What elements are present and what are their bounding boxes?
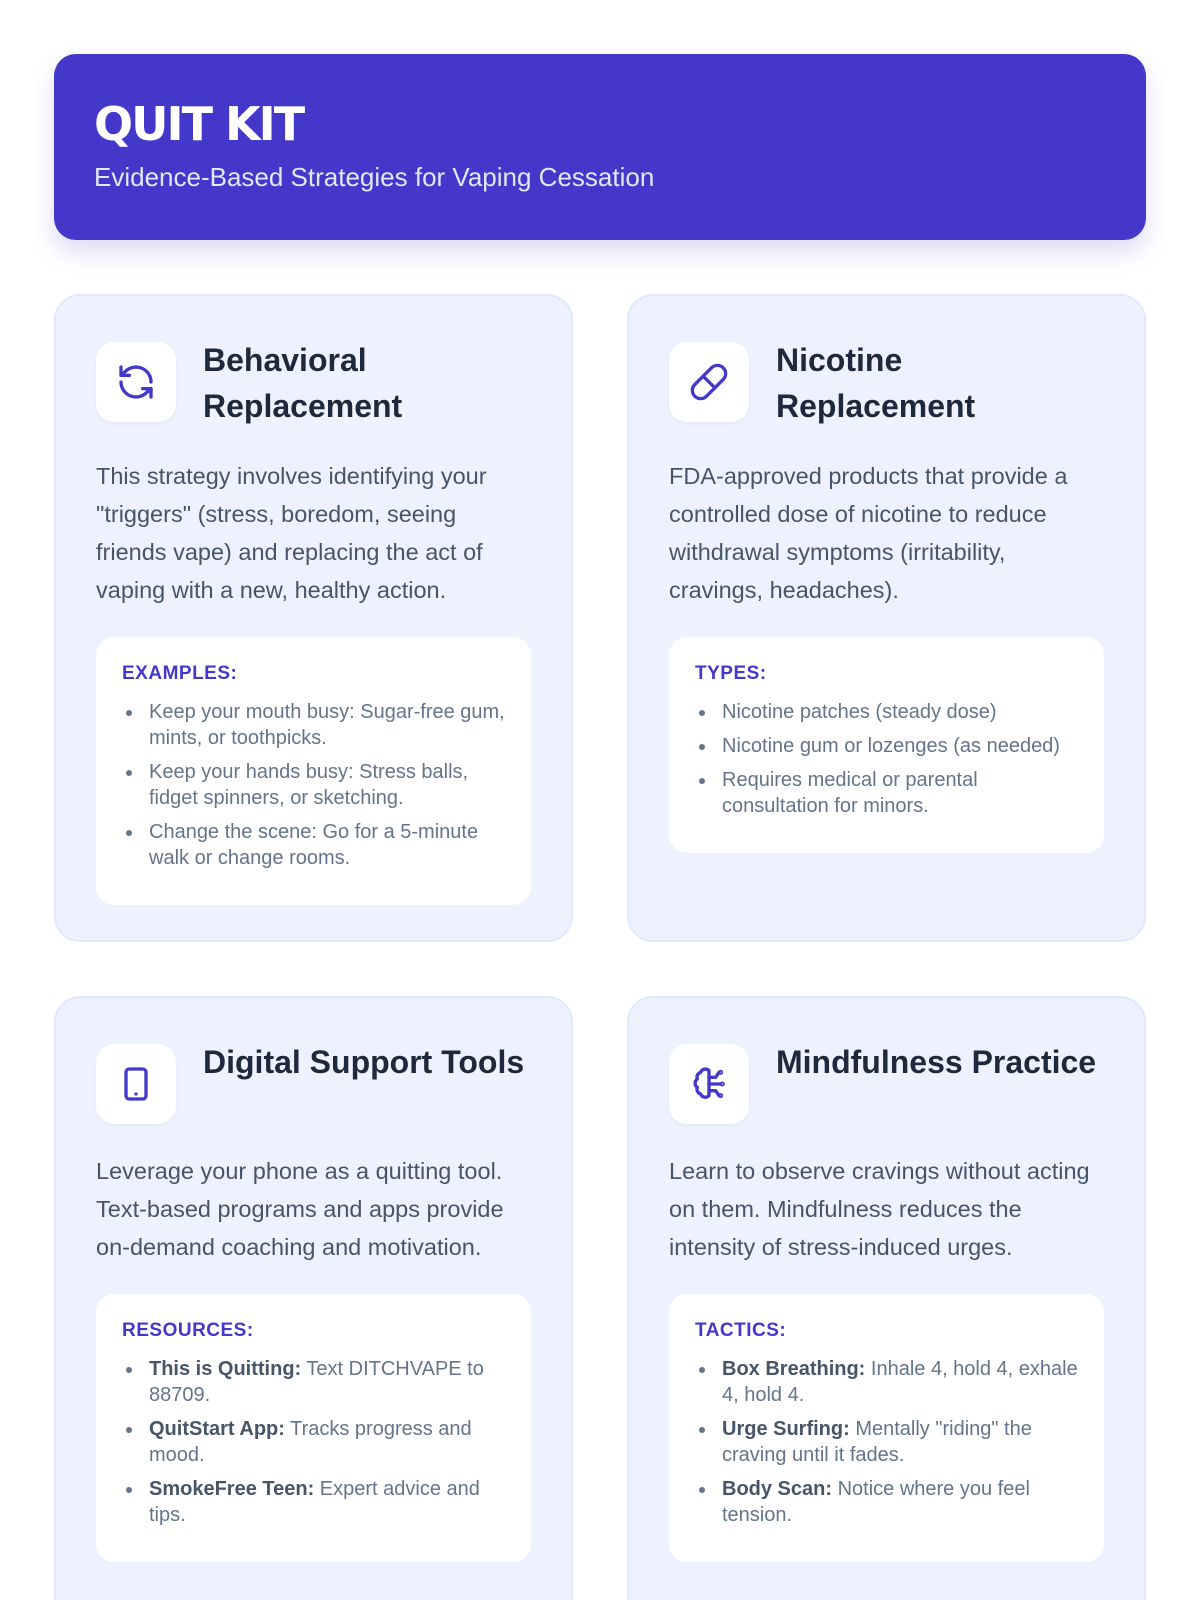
list-item: Change the scene: Go for a 5-minute walk…	[126, 819, 505, 871]
list-item: Box Breathing: Inhale 4, hold 4, exhale …	[699, 1356, 1078, 1408]
item-label: Body Scan:	[722, 1478, 833, 1500]
item-label: QuitStart App:	[149, 1418, 285, 1440]
details-label: TACTICS:	[695, 1320, 787, 1341]
card-title: Digital Support Tools	[203, 1044, 525, 1080]
list-item: This is Quitting: Text DITCHVAPE to 8870…	[126, 1356, 505, 1408]
list-item: Nicotine patches (steady dose)	[699, 699, 1078, 725]
card-header: Nicotine Replacement	[669, 342, 1104, 429]
details-box: RESOURCES: This is Quitting: Text DITCHV…	[96, 1294, 531, 1562]
item-text: Mentally "riding" the craving until it f…	[722, 1418, 1032, 1466]
item-label: Urge Surfing:	[722, 1418, 850, 1440]
strategy-card: Nicotine Replacement FDA-approved produc…	[627, 294, 1146, 942]
page-subtitle: Evidence-Based Strategies for Vaping Ces…	[94, 162, 655, 192]
card-description: This strategy involves identifying your …	[96, 463, 487, 603]
list-item: Nicotine gum or lozenges (as needed)	[699, 733, 1078, 759]
details-list: Nicotine patches (steady dose) Nicotine g…	[695, 699, 1078, 819]
refresh-icon	[96, 342, 176, 422]
item-text: Requires medical or parental consultatio…	[722, 769, 978, 817]
list-item: Body Scan: Notice where you feel tension…	[699, 1476, 1078, 1528]
details-box: TACTICS: Box Breathing: Inhale 4, hold 4…	[669, 1294, 1104, 1562]
details-label: TYPES:	[695, 663, 767, 684]
item-text: Tracks progress and mood.	[149, 1418, 472, 1466]
card-title: Nicotine Replacement	[776, 342, 976, 424]
strategy-grid: Behavioral Replacement This strategy inv…	[54, 294, 1146, 1600]
item-text: Change the scene: Go for a 5-minute walk…	[149, 821, 479, 869]
details-label: EXAMPLES:	[122, 663, 238, 684]
page-title: QUIT KIT	[94, 97, 305, 151]
pill-icon	[669, 342, 749, 422]
item-label: Box Breathing:	[722, 1358, 866, 1380]
tablet-icon	[96, 1044, 176, 1124]
card-description: Leverage your phone as a quitting tool. …	[96, 1158, 504, 1260]
list-item: Urge Surfing: Mentally "riding" the crav…	[699, 1416, 1078, 1468]
list-item: Keep your mouth busy: Sugar-free gum, mi…	[126, 699, 505, 751]
card-header: Behavioral Replacement	[96, 342, 531, 429]
item-text: Expert advice and tips.	[149, 1478, 480, 1526]
details-box: TYPES: Nicotine patches (steady dose)Nic…	[669, 637, 1104, 853]
card-description: Learn to observe cravings without acting…	[669, 1158, 1090, 1260]
list-item: Requires medical or parental consultatio…	[699, 767, 1078, 819]
item-text: Nicotine patches (steady dose)	[722, 701, 997, 723]
item-text: Keep your mouth busy: Sugar-free gum, mi…	[149, 701, 505, 749]
header-banner: QUIT KIT Evidence-Based Strategies for V…	[54, 54, 1146, 240]
item-text: Keep your hands busy: Stress balls, fidg…	[149, 761, 469, 809]
list-item: Keep your hands busy: Stress balls, fidg…	[126, 759, 505, 811]
details-label: RESOURCES:	[122, 1320, 254, 1341]
card-title: Mindfulness Practice	[776, 1044, 1097, 1080]
item-text: Text DITCHVAPE to 88709.	[149, 1358, 484, 1406]
list-item: SmokeFree Teen: Expert advice and tips.	[126, 1476, 505, 1528]
details-list: Keep your mouth busy: Sugar-free gum, mi…	[122, 699, 505, 871]
card-description: FDA-approved products that provide a con…	[669, 463, 1068, 603]
details-box: EXAMPLES: Keep your mouth busy: Sugar-fr…	[96, 637, 531, 905]
details-list: Box Breathing: Inhale 4, hold 4, exhale …	[695, 1356, 1078, 1528]
item-text: Nicotine gum or lozenges (as needed)	[722, 735, 1060, 757]
card-header: Mindfulness Practice	[669, 1044, 1104, 1124]
card-header: Digital Support Tools	[96, 1044, 531, 1124]
card-title: Behavioral Replacement	[203, 342, 403, 424]
item-text: Notice where you feel tension.	[722, 1478, 1030, 1526]
strategy-card: Behavioral Replacement This strategy inv…	[54, 294, 573, 942]
item-label: This is Quitting:	[149, 1358, 302, 1380]
details-list: This is Quitting: Text DITCHVAPE to 8870…	[122, 1356, 505, 1528]
strategy-card: Digital Support Tools Leverage your phon…	[54, 996, 573, 1600]
brain-icon	[669, 1044, 749, 1124]
item-label: SmokeFree Teen:	[149, 1478, 315, 1500]
strategy-card: Mindfulness Practice Learn to observe cr…	[627, 996, 1146, 1600]
item-text: Inhale 4, hold 4, exhale 4, hold 4.	[722, 1358, 1078, 1406]
list-item: QuitStart App: Tracks progress and mood.	[126, 1416, 505, 1468]
